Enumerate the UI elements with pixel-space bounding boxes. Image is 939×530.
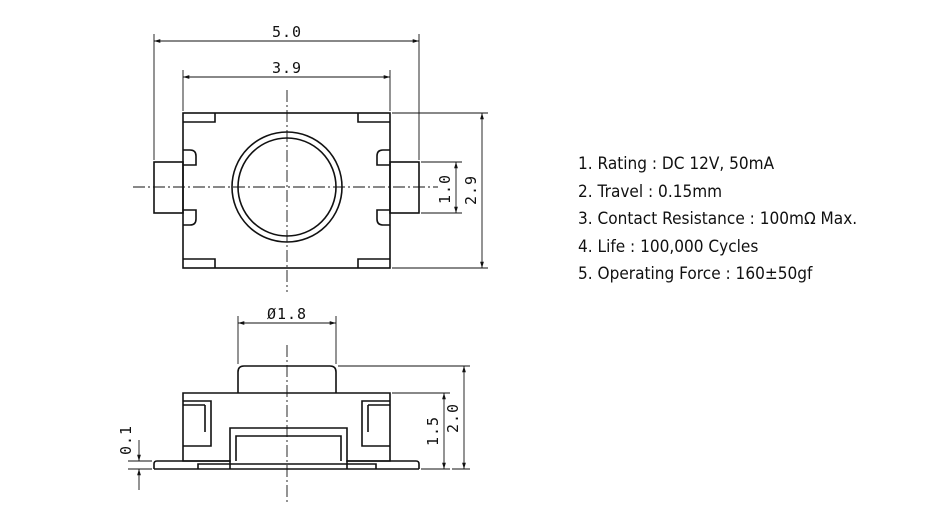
spec-operating-force: 5. Operating Force : 160±50gf [578,264,813,284]
terminal-width-label: 1.0 [436,174,454,204]
corner-notch [357,258,390,268]
body-width-label: 3.9 [272,59,302,77]
top-view: 5.0 3.9 2.9 1.0 [133,23,488,292]
side-clip [183,209,197,226]
body-height-label: 1.5 [424,416,442,446]
side-clip [376,209,390,226]
spec-rating: 1. Rating : DC 12V, 50mA [578,154,775,173]
switch-body-outline [182,112,391,269]
side-clip [376,149,390,166]
right-terminal [346,460,420,469]
side-clip [183,149,197,166]
cavity-profile [235,435,342,461]
body-profile [182,392,391,462]
spec-contact-resistance: 3. Contact Resistance : 100mΩ Max. [578,209,858,229]
right-terminal [389,161,420,214]
corner-notch [183,258,216,268]
side-clip [183,400,212,447]
overall-width-label: 5.0 [272,23,302,41]
side-clip [361,400,390,447]
spec-travel: 2. Travel : 0.15mm [578,181,723,201]
specifications-list: 1. Rating : DC 12V, 50mA 2. Travel : 0.1… [578,150,878,288]
terminal-thickness-label: 0.1 [117,425,135,455]
corner-notch [357,113,390,123]
left-terminal [153,460,231,469]
overall-height-label: 2.0 [444,403,462,433]
side-view: Ø1.8 1.5 2.0 0.1 [117,305,470,502]
base-step [197,463,377,469]
overall-height-label: 2.9 [462,175,480,205]
actuator-diameter-label: Ø1.8 [267,305,307,323]
left-terminal [153,161,184,214]
corner-notch [183,113,216,123]
spec-life: 4. Life : 100,000 Cycles [578,236,759,256]
